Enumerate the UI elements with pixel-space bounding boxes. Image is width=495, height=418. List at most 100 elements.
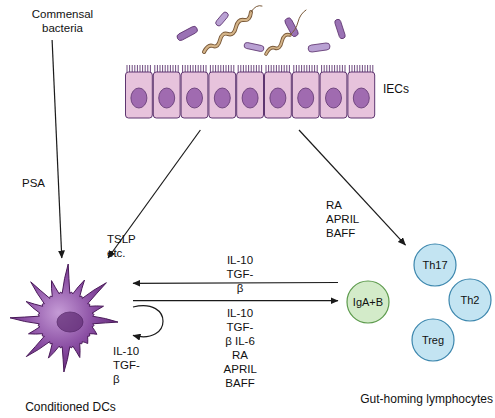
microvillus (182, 65, 183, 72)
microvillus (352, 65, 353, 72)
microvillus (266, 65, 267, 72)
signal-arrow (133, 306, 163, 337)
microvillus (218, 65, 219, 72)
microvillus (231, 65, 232, 72)
circle-shape (414, 244, 456, 286)
cell-nucleus (270, 88, 286, 108)
microvillus (329, 65, 330, 72)
microvillus (147, 65, 148, 72)
microvillus (314, 65, 315, 72)
microvillus (165, 65, 166, 72)
microvillus (284, 65, 285, 72)
cell-nucleus (131, 88, 147, 108)
cell-nucleus (242, 88, 258, 108)
signal-arrow (133, 282, 338, 284)
microvillus (246, 65, 247, 72)
lymphocyte-circle: Treg (411, 318, 455, 362)
node-label: Gut-homing lymphocytes (360, 392, 493, 406)
microvillus (142, 65, 143, 72)
lymphocyte-group: Gut-homing lymphocytes Th17IgA+B Th2Treg (338, 240, 495, 410)
microvillus (233, 65, 234, 72)
edge-label: IL-10 TGF-β (113, 344, 140, 386)
microvillus (312, 65, 313, 72)
microvillus (334, 65, 335, 72)
cell-nucleus (353, 88, 369, 108)
microvillus (286, 65, 287, 72)
microvillus (357, 65, 358, 72)
microvillus (154, 65, 155, 72)
microvillus (342, 65, 343, 72)
lymphocyte-circle: Th17 (413, 243, 457, 287)
microvillus (326, 65, 327, 72)
microvillus (213, 65, 214, 72)
circle-shape (347, 281, 389, 323)
edge-label: IL-10 TGF-β (227, 253, 254, 295)
node-label: Commensal bacteria (32, 4, 93, 35)
microvillus (259, 65, 260, 72)
circle-shape (412, 319, 454, 361)
dendritic-cell: Conditioned DCs (8, 258, 133, 416)
microvillus (345, 65, 346, 72)
microvillus (339, 65, 340, 72)
microvillus (317, 65, 318, 72)
microvillus (337, 65, 338, 72)
signal-arrow (52, 40, 62, 258)
microvillus (190, 65, 191, 72)
microvillus (187, 65, 188, 72)
epithelial-cell (126, 72, 153, 118)
microvillus (304, 65, 305, 72)
lymphocyte-circle: IgA+B (346, 280, 390, 324)
microvillus (372, 65, 373, 72)
microvillus (238, 65, 239, 72)
edge-label: TSLP etc. (107, 232, 136, 260)
microvillus (193, 65, 194, 72)
microvillus (220, 65, 221, 72)
microvillus (137, 65, 138, 72)
microvillus (289, 65, 290, 72)
cell-nucleus (298, 88, 314, 108)
microvillus (248, 65, 249, 72)
microvillus (362, 65, 363, 72)
microvillus (256, 65, 257, 72)
microvillus (243, 65, 244, 72)
edge-label: RA APRIL BAFF (326, 198, 359, 240)
edge-label: IL-10 TGF-β IL-6 RA APRIL BAFF (224, 306, 257, 390)
microvillus (203, 65, 204, 72)
microvillus (132, 65, 133, 72)
microvillus (261, 65, 262, 72)
microvillus (134, 65, 135, 72)
microvillus (178, 65, 179, 72)
microvillus (279, 65, 280, 72)
source-label: Commensal bacteria (15, 4, 110, 40)
microvillus (309, 65, 310, 72)
lymphocyte-circle: Th2 (448, 278, 492, 322)
microvillus (170, 65, 171, 72)
cell-nucleus (187, 88, 203, 108)
microvillus (129, 65, 130, 72)
microvillus (321, 65, 322, 72)
microvillus (198, 65, 199, 72)
microvillus (162, 65, 163, 72)
microvillus (276, 65, 277, 72)
microvillus (296, 65, 297, 72)
epithelial-cell (348, 72, 375, 118)
epithelial-cell (153, 72, 180, 118)
microvillus (370, 65, 371, 72)
signal-arrow (299, 130, 406, 245)
microvillus (167, 65, 168, 72)
microvillus (223, 65, 224, 72)
node-label: Conditioned DCs (8, 400, 133, 414)
microvillus (127, 65, 128, 72)
microvillus (301, 65, 302, 72)
microvillus (157, 65, 158, 72)
microvillus (226, 65, 227, 72)
spiral-bacteria (204, 6, 306, 54)
cell-nucleus (214, 88, 230, 108)
microvillus (324, 65, 325, 72)
microvillus (332, 65, 333, 72)
microvillus (200, 65, 201, 72)
node-label: Treg (411, 318, 455, 362)
epithelium-illustration (125, 58, 377, 120)
microvillus (306, 65, 307, 72)
